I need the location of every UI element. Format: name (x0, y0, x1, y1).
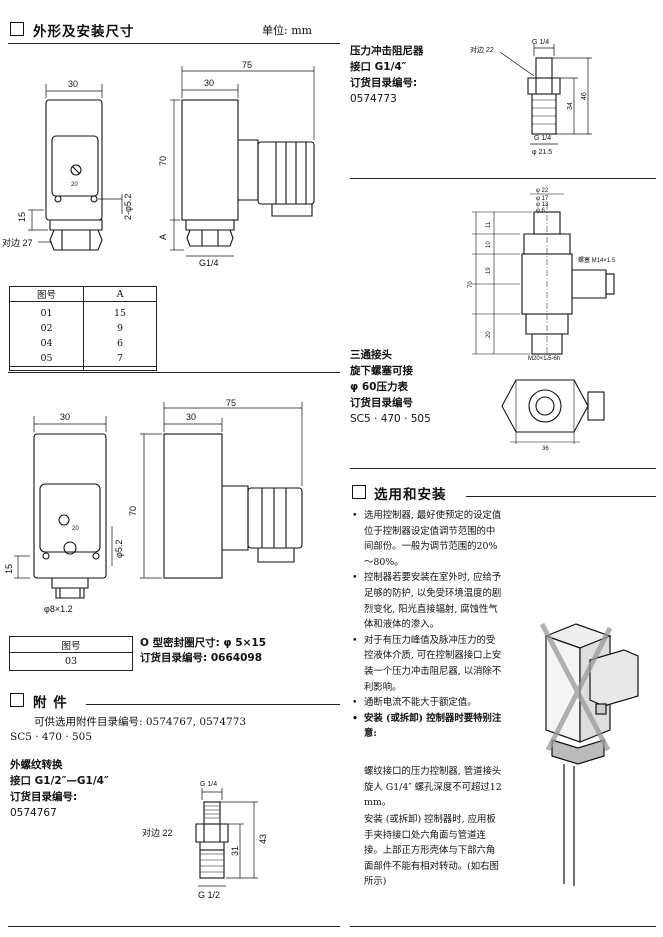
dim-10: 10 (486, 241, 492, 248)
dim-G14-top: G 1/4 (532, 39, 549, 46)
section-title-install: 选用和安装 (374, 487, 447, 503)
damper-title: 压力冲击阻尼器 (350, 45, 424, 57)
dim-70: 70 (128, 506, 138, 516)
accessories-order-nos: 可供选用附件目录编号: 0574767, 0574773 (34, 716, 247, 728)
install-illustration (539, 622, 639, 886)
adapter-title: 外螺纹转换 (10, 759, 63, 771)
dim-pg: φ8×1.2 (44, 604, 73, 614)
dim-20: 20 (71, 182, 78, 188)
install-rule (466, 496, 656, 497)
dim-75: 75 (226, 398, 236, 408)
model-03-table: 图号 03 (9, 636, 133, 671)
dim-G12: G 1/2 (198, 890, 220, 900)
dim-30-side: 30 (204, 78, 214, 88)
dim-36: 36 (542, 446, 549, 452)
dim-15: 15 (17, 212, 27, 222)
section-checkbox-icon (10, 22, 24, 36)
flats-27: 对边 27 (2, 237, 33, 248)
dim-A: A (158, 234, 168, 240)
accessories-rule (86, 704, 340, 705)
dim-G14: G 1/4 (200, 781, 217, 788)
list-item: 安装 (或拆卸) 控制器时要特别注意: (352, 711, 504, 742)
flats-22: 对边 22 (142, 827, 173, 838)
thread-G14: G1/4 (199, 258, 219, 268)
adapter-order-label: 订货目录编号: (10, 791, 78, 803)
adapter-order-no: 0574767 (10, 807, 57, 819)
table-header-A: A (83, 286, 157, 302)
dim-phi-17: φ 17 (536, 196, 549, 202)
dim-15: 15 (4, 564, 14, 574)
thread-M20: M20×1.5-6h (528, 356, 560, 362)
table-row: 03 (9, 652, 133, 671)
tee-title: 三通接头 (350, 349, 392, 361)
dim-11: 11 (486, 221, 492, 228)
dim-31: 31 (230, 846, 240, 856)
oring-size: O 型密封圈尺寸: φ 5×15 (140, 637, 267, 649)
table-header-model: 图号 (9, 636, 133, 653)
damper-drawing: G 1/4 对边 22 34 46 G 1/4 φ 21.5 (470, 39, 592, 156)
list-item: 通断电流不能大于额定值。 (352, 695, 504, 711)
dim-70: 70 (158, 156, 168, 166)
dim-30-side: 30 (186, 412, 196, 422)
section-title-accessories: 附 件 (33, 695, 68, 711)
tee-order-no: SC5 · 470 · 505 (350, 413, 431, 425)
rule-mid-left (8, 372, 340, 373)
damper-order-no: 0574773 (350, 93, 397, 105)
dim-hole-dia: φ5.2 (114, 540, 124, 558)
model-A-table: 图号 A 01 02 04 05 15 9 6 7 (9, 286, 157, 371)
dim-hole-dia: 2-φ5.2 (123, 194, 133, 220)
install-para-1: 螺纹接口的压力控制器, 管道接头旋人 G1/4″ 螺孔深度不可超过12 mm。 (364, 766, 502, 809)
tee-line3: φ 60压力表 (350, 381, 408, 393)
table-row: 01 02 04 05 15 9 6 7 (9, 301, 157, 367)
dim-30-front: 30 (60, 412, 70, 422)
dim-46: 46 (581, 92, 588, 100)
dim-70: 70 (468, 281, 474, 288)
adapter-thread: 接口 G1/2″—G1/4″ (10, 775, 109, 787)
bottom-rule-right (350, 926, 656, 927)
list-item: 选用控制器, 最好使预定的设定值位于控制器设定值调节范围的中间部份。一般为调节范… (352, 508, 504, 570)
header-rule (8, 43, 340, 44)
dim-43: 43 (258, 834, 268, 844)
dim-20: 20 (486, 331, 492, 338)
controller-drawing-2: 30 75 30 70 15 φ5.2 20 φ8×1.2 (4, 398, 303, 614)
table-header-model: 图号 (9, 286, 84, 302)
tee-drawing: φ 22 φ 17 φ 13 φ 6 螺塞 M14×1.5 M20×1.5-6h… (468, 188, 616, 452)
unit-label: 单位: mm (262, 24, 313, 37)
list-item: 控制器若要安装在室外时, 应给予足够的防护, 以免受环境温度的剧烈变化, 阳光直… (352, 570, 504, 632)
list-item: 对于有压力峰值及脉冲压力的受控液体介质, 可在控制器接口上安装一个压力冲击阻尼器… (352, 633, 504, 695)
accessories-order-sc: SC5 · 470 · 505 (10, 731, 93, 743)
dim-75: 75 (242, 60, 252, 70)
damper-thread: 接口 G1/4″ (350, 61, 407, 73)
section-title-dimensions: 外形及安装尺寸 (33, 24, 135, 40)
install-bullets: 选用控制器, 最好使预定的设定值位于控制器设定值调节范围的中间部份。一般为调节范… (352, 508, 504, 742)
dim-19: 19 (486, 267, 492, 274)
section-checkbox-icon (352, 485, 366, 499)
rule-right-1 (350, 178, 656, 179)
bottom-rule-left (8, 926, 340, 927)
dim-phi-22: φ 22 (536, 188, 549, 194)
flats-22: 对边 22 (470, 45, 494, 54)
tee-line2: 旋下螺塞可接 (350, 365, 413, 377)
dim-34: 34 (567, 102, 574, 110)
adapter-drawing: G 1/4 对边 22 31 43 G 1/2 (142, 781, 268, 900)
dim-phi-6: φ 6 (536, 208, 546, 214)
oring-order-no: 订货目录编号: 0664098 (140, 652, 262, 664)
rule-right-2 (350, 468, 656, 469)
dim-20: 20 (72, 526, 79, 532)
dim-30-front: 30 (68, 79, 78, 89)
controller-drawing-1: 30 75 30 70 15 2-φ5.2 20 A G1/4 对边 27 (2, 60, 315, 268)
install-para-2: 安装 (或拆卸) 控制器时, 应用板手夹持接口处六角面与管道连接。上部正方形壳体… (364, 814, 499, 888)
dim-phi-13: φ 13 (536, 202, 549, 208)
tee-order-label: 订货目录编号 (350, 397, 413, 409)
section-checkbox-icon (10, 693, 24, 707)
dim-G14-bottom: G 1/4 (534, 135, 551, 142)
plug-label: 螺塞 M14×1.5 (578, 256, 616, 264)
damper-order-label: 订货目录编号: (350, 77, 418, 89)
dim-21-5: φ 21.5 (532, 149, 552, 156)
